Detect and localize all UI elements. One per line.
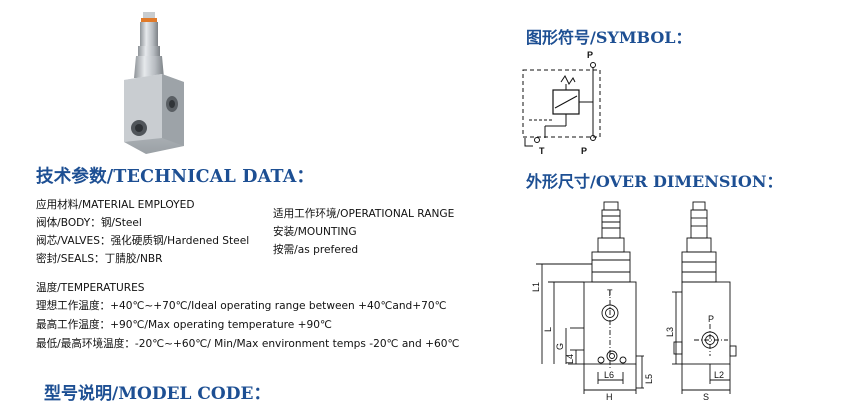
- mounting-label: 安装/MOUNTING: [273, 226, 357, 238]
- dim-label-s: S: [703, 392, 709, 402]
- technical-data-heading: 技术参数/TECHNICAL DATA：: [36, 167, 315, 187]
- symbol-port-t: T: [539, 146, 545, 156]
- dim-label-t: T: [607, 288, 613, 298]
- over-dimension-heading: 外形尺寸/OVER DIMENSION：: [526, 172, 783, 191]
- hydraulic-symbol-diagram: P T P: [522, 50, 601, 156]
- dim-label-l3: L3: [665, 327, 675, 337]
- side-view: [672, 201, 737, 394]
- seals-material: 密封/SEALS：丁腈胶/NBR: [36, 253, 163, 265]
- symbol-port-p-bottom: P: [581, 146, 587, 156]
- dim-label-g: G: [555, 343, 565, 350]
- symbol-port-p-top: P: [587, 50, 593, 60]
- over-dimension-drawing: L1 L T G L4 L6 H L5 L3 P L2 S: [531, 201, 737, 402]
- valve-product-photo: [124, 12, 184, 154]
- model-code-heading: 型号说明/MODEL CODE：: [44, 384, 271, 404]
- symbol-heading: 图形符号/SYMBOL：: [526, 28, 692, 47]
- dim-label-p: P: [708, 314, 714, 324]
- dim-label-l4: L4: [565, 354, 575, 364]
- dim-label-l2: L2: [714, 370, 724, 380]
- mounting-value: 按需/as prefered: [273, 244, 359, 256]
- ideal-temperature: 理想工作温度：+40℃~+70℃/Ideal operating range b…: [36, 300, 447, 312]
- dim-label-l5: L5: [644, 374, 654, 384]
- dim-label-l1: L1: [531, 282, 541, 292]
- dim-label-l: L: [543, 327, 553, 332]
- operational-range-label: 适用工作环境/OPERATIONAL RANGE: [273, 208, 455, 220]
- max-temperature: 最高工作温度：+90℃/Max operating temperature +9…: [36, 319, 332, 331]
- body-material: 阀体/BODY：钢/Steel: [36, 217, 142, 229]
- front-view: [536, 201, 644, 394]
- environment-temperature: 最低/最高环境温度：-20℃~+60℃/ Min/Max environment…: [36, 338, 460, 350]
- dim-label-l6: L6: [604, 370, 614, 380]
- dim-label-h: H: [606, 392, 613, 402]
- material-employed-label: 应用材料/MATERIAL EMPLOYED: [36, 199, 195, 211]
- temperatures-label: 温度/TEMPERATURES: [36, 282, 145, 294]
- valves-material: 阀芯/VALVES：强化硬质钢/Hardened Steel: [36, 235, 250, 247]
